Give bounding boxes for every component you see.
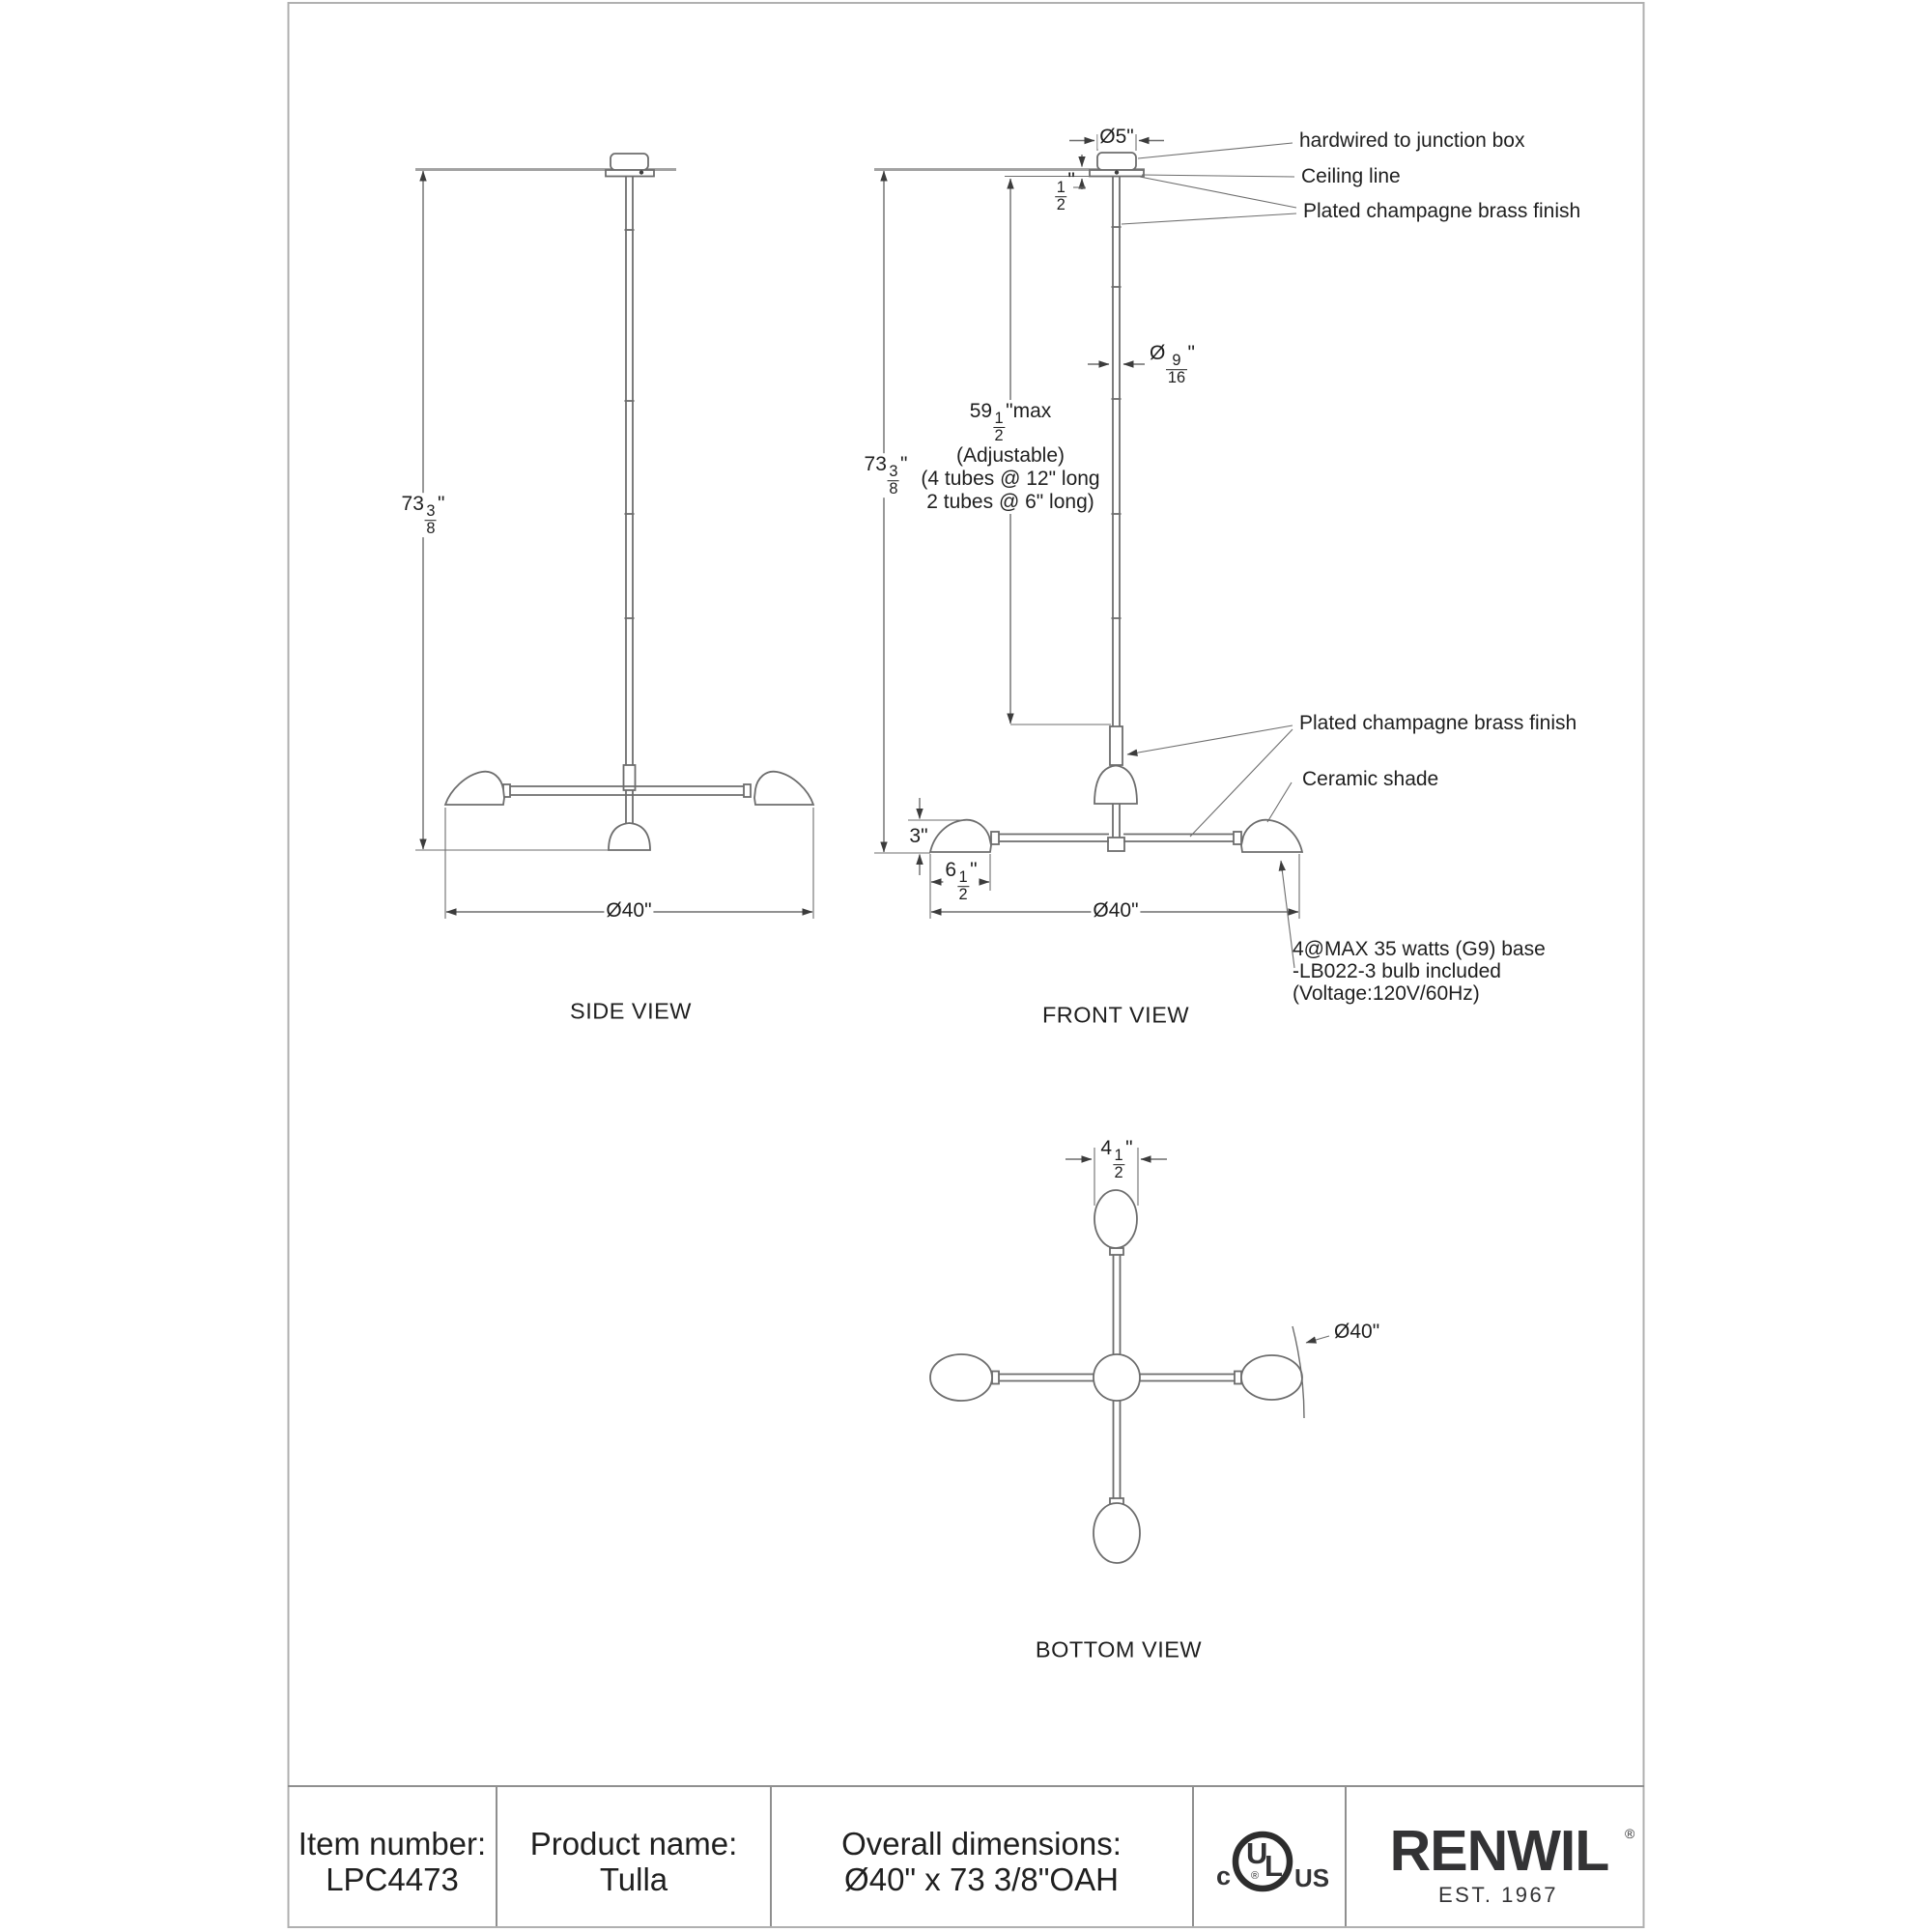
shade-height-dimension: 3" [907,825,930,848]
annotation-brass-finish-mid: Plated champagne brass finish [1299,712,1577,734]
bottom-view-drawing [929,1148,1330,1564]
leader-lines [1121,142,1297,969]
bottom-diameter-dimension: Ø40" [1334,1321,1380,1343]
item-number-value: LPC4473 [326,1861,459,1897]
overall-dimensions-label: Overall dimensions: [841,1826,1122,1861]
annotation-hardwired: hardwired to junction box [1299,129,1525,152]
annotation-ceramic-shade: Ceramic shade [1302,768,1439,790]
overall-dimensions-value: Ø40" x 73 3/8"OAH [844,1861,1119,1897]
annotation-ceiling-line: Ceiling line [1301,165,1401,187]
page-border [287,2,1645,1928]
ul-logo-us: US [1294,1863,1330,1892]
front-view-drawing [874,134,1304,919]
ul-certification-icon [1232,1831,1293,1892]
annotation-bulb-spec: 4@MAX 35 watts (G9) base -LB022-3 bulb i… [1293,938,1546,1005]
ul-logo-l: L [1264,1849,1283,1883]
bottom-view-label: BOTTOM VIEW [1035,1636,1203,1662]
ul-logo-registered-icon: ® [1251,1870,1260,1882]
footer-grid [288,1785,1644,1926]
front-diameter-dimension: Ø40" [1091,899,1141,923]
ul-logo-c: c [1216,1861,1232,1890]
product-name-label: Product name: [529,1826,738,1861]
front-view-label: FRONT VIEW [1041,1002,1190,1028]
side-view-label: SIDE VIEW [570,998,692,1024]
canopy-diameter-dimension: Ø5" [1097,126,1136,149]
renwil-logo: RENWIL [1389,1819,1610,1883]
ul-logo-u: U [1246,1836,1268,1870]
renwil-registered-icon: ® [1625,1826,1635,1841]
side-diameter-dimension: Ø40" [604,899,654,923]
item-number-label: Item number: [298,1826,487,1861]
product-name-value: Tulla [599,1861,668,1897]
side-view-drawing [415,153,815,919]
annotation-brass-finish-top: Plated champagne brass finish [1303,200,1581,222]
renwil-est-label: EST. 1967 [1437,1883,1559,1907]
